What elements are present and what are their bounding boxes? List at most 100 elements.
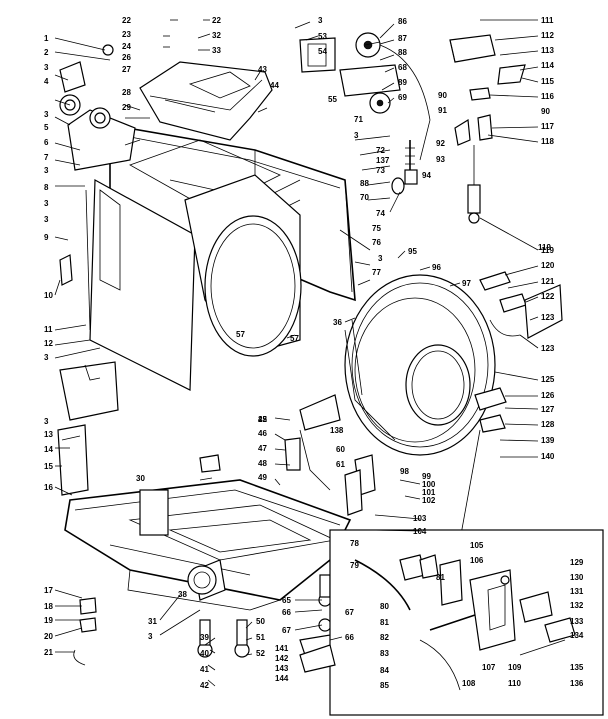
- callout: 66: [345, 633, 354, 642]
- callout: 139: [541, 436, 555, 445]
- callout: 67: [282, 626, 291, 635]
- callout: 90: [541, 107, 550, 116]
- callout: 78: [350, 539, 359, 548]
- callout: 8: [44, 183, 49, 192]
- callout: 91: [438, 106, 447, 115]
- callout: 87: [398, 34, 407, 43]
- callout: 115: [541, 77, 554, 86]
- callout: 43: [258, 65, 267, 74]
- callout: 81: [380, 618, 389, 627]
- callout: 144: [275, 674, 289, 683]
- callout: 101: [422, 488, 436, 497]
- callout: 126: [541, 391, 555, 400]
- callout: 16: [44, 483, 53, 492]
- callout: 3: [148, 632, 153, 641]
- callout: 3: [318, 16, 323, 25]
- callout: 3: [378, 254, 383, 263]
- callout: 132: [570, 601, 584, 610]
- callout: 17: [44, 586, 53, 595]
- callout: 69: [398, 93, 407, 102]
- callout: 45: [258, 415, 267, 424]
- callout: 40: [200, 649, 209, 658]
- callout: 112: [541, 31, 554, 40]
- callout: 88: [360, 179, 369, 188]
- callout: 79: [350, 561, 359, 570]
- callout: 9: [44, 233, 49, 242]
- callout-labels: 1 2 3 4 3 5 6 7 3 8 3 3 9 10 11 12 3 3 1…: [44, 16, 584, 690]
- callout: 39: [200, 633, 209, 642]
- callout: 117: [541, 122, 554, 131]
- callout: 22: [122, 16, 131, 25]
- callout: 72: [376, 146, 385, 155]
- callout: 12: [44, 339, 53, 348]
- callout: 80: [380, 602, 389, 611]
- callout: 90: [438, 91, 447, 100]
- left-small-parts: [57, 44, 119, 496]
- callout: 125: [541, 375, 555, 384]
- callout: 135: [570, 663, 584, 672]
- callout: 68: [398, 63, 407, 72]
- callout: 27: [122, 65, 131, 74]
- callout: 89: [398, 78, 407, 87]
- callout: 13: [44, 430, 53, 439]
- callout: 2: [44, 48, 49, 57]
- callout: 5: [44, 123, 49, 132]
- control-box: [449, 34, 526, 224]
- callout: 71: [354, 115, 363, 124]
- callout: 128: [541, 420, 555, 429]
- callout: 29: [122, 103, 131, 112]
- callout: 88: [398, 48, 407, 57]
- callout: 129: [570, 558, 584, 567]
- callout: 82: [380, 633, 389, 642]
- callout: 23: [122, 30, 131, 39]
- callout: 44: [270, 81, 279, 90]
- callout: 18: [44, 602, 53, 611]
- motor-assembly: [299, 32, 431, 195]
- callout: 85: [380, 681, 389, 690]
- callout: 47: [258, 444, 267, 453]
- callout: 77: [372, 268, 381, 277]
- callout: 3: [44, 110, 49, 119]
- callout: 22: [258, 415, 267, 424]
- outer-tub: [344, 274, 496, 456]
- side-panel: [85, 179, 196, 391]
- callout: 31: [148, 617, 157, 626]
- callout: 20: [44, 632, 53, 641]
- callout: 98: [400, 467, 409, 476]
- callout: 24: [122, 42, 131, 51]
- callout: 133: [570, 617, 584, 626]
- callout: 51: [256, 633, 265, 642]
- callout: 67: [345, 608, 354, 617]
- callout: 143: [275, 664, 289, 673]
- callout: 55: [328, 95, 337, 104]
- callout: 3: [44, 215, 49, 224]
- callout: 57: [290, 334, 299, 343]
- inset-detail: [329, 429, 604, 716]
- callout: 76: [372, 238, 381, 247]
- callout: 3: [44, 199, 49, 208]
- callout: 26: [122, 53, 131, 62]
- callout: 122: [541, 292, 555, 301]
- callout: 127: [541, 405, 555, 414]
- callout: 52: [256, 649, 265, 658]
- callout: 104: [413, 527, 427, 536]
- callout: 113: [541, 46, 554, 55]
- callout: 30: [136, 474, 145, 483]
- callout: 134: [570, 631, 584, 640]
- callout: 106: [470, 556, 484, 565]
- callout: 111: [541, 16, 554, 25]
- callout: 136: [570, 679, 584, 688]
- callout: 123: [541, 313, 555, 322]
- callout: 36: [333, 318, 342, 327]
- callout: 49: [258, 473, 267, 482]
- callout: 103: [413, 514, 427, 523]
- callout: 57: [236, 330, 245, 339]
- callout: 108: [462, 679, 476, 688]
- callout: 41: [200, 665, 209, 674]
- callout: 121: [541, 277, 555, 286]
- callout: 21: [44, 648, 53, 657]
- callout: 15: [44, 462, 53, 471]
- callout: 70: [360, 193, 369, 202]
- callout: 4: [44, 77, 49, 86]
